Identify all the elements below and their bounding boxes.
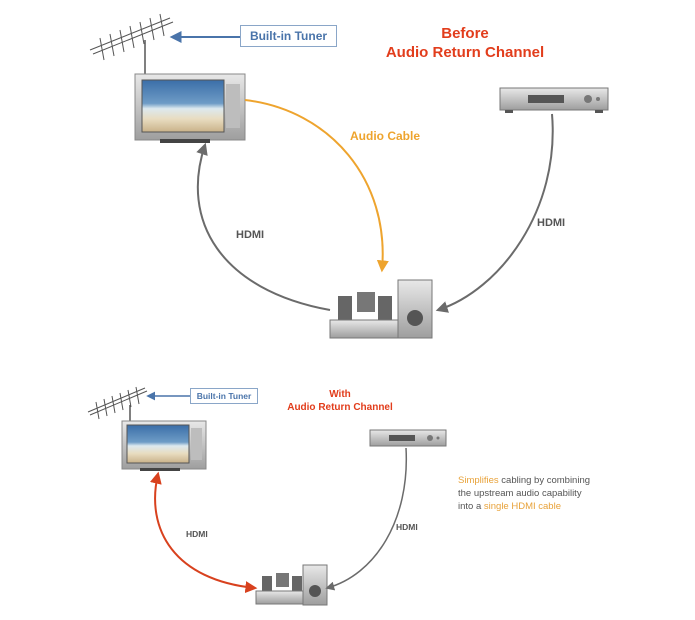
television-icon [121,420,207,471]
description-text: into a [458,501,484,512]
hdmi-right-label: HDMI [537,217,566,229]
description-text: the upstream audio capability [458,488,582,499]
dvd-player-icon [499,87,609,113]
home-theater-icon [255,564,328,606]
top-title-line2: Audio Return Channel [385,44,545,61]
bottom-title-line2: Audio Return Channel [287,402,393,413]
top-title-line1: Before [441,25,489,42]
built-in-tuner-label: Built-in Tuner [240,25,337,47]
hdmi-right-arrow [325,447,408,591]
bottom-title-line1: With [329,389,351,400]
arc-description: Simplifies cabling by combining the upst… [458,474,590,513]
dvd-player-icon [369,429,447,447]
description-text: cabling by combining [498,475,591,486]
audio-cable-arrow [244,99,389,273]
hdmi-right-arrow [435,113,554,313]
hdmi-right-label: HDMI [396,522,418,532]
hdmi-left-label: HDMI [236,229,265,241]
audio-cable-label: Audio Cable [350,129,421,143]
hdmi-arc-arrow [149,471,258,594]
antenna-icon [87,386,148,422]
built-in-tuner-label: Built-in Tuner [190,388,258,404]
television-icon [134,73,246,143]
hdmi-left-label: HDMI [186,529,208,539]
home-theater-icon [329,279,433,339]
antenna-icon [89,13,174,74]
description-highlight-simplifies: Simplifies [458,475,499,486]
description-highlight-single-hdmi: single HDMI cable [483,501,561,512]
hdmi-left-arrow [196,142,331,311]
